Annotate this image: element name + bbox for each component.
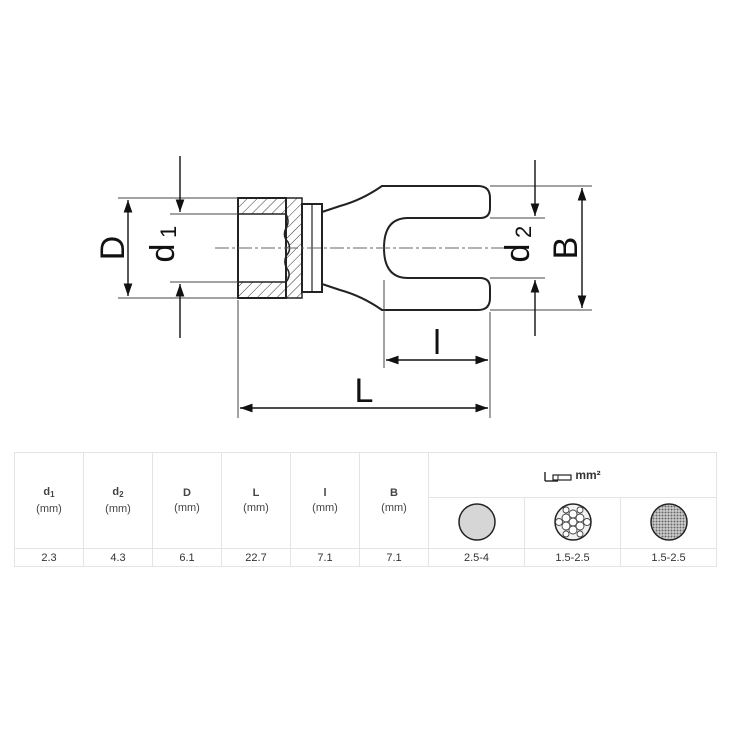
stranded-conductor-icon (553, 502, 592, 541)
label-D: D (94, 236, 132, 261)
solid-conductor-icon (457, 502, 496, 541)
spec-table: d1 (mm) d2 (mm) D (mm) L (mm) l (mm) B (… (14, 452, 718, 567)
label-l: l (433, 324, 441, 362)
wire-cross-section-icon (544, 471, 572, 482)
value-wire-stranded: 1.5-2.5 (524, 548, 621, 567)
col-header-D: D (mm) (152, 452, 222, 549)
value-wire-solid: 2.5-4 (428, 548, 525, 567)
value-l: 7.1 (290, 548, 360, 567)
col-header-d1: d1 (mm) (14, 452, 84, 549)
label-d2-sub: 2 (511, 226, 536, 238)
label-d1: d (144, 244, 182, 263)
label-d1-sub: 1 (156, 226, 181, 238)
value-wire-fine-stranded: 1.5-2.5 (619, 548, 718, 567)
value-D: 6.1 (152, 548, 222, 567)
col-header-d2: d2 (mm) (83, 452, 153, 549)
value-d2: 4.3 (83, 548, 153, 567)
extension-lines (118, 185, 592, 418)
value-d1: 2.3 (14, 548, 84, 567)
col-header-l: l (mm) (290, 452, 360, 549)
label-L: L (355, 372, 374, 410)
wire-type-stranded (524, 497, 621, 549)
fine-stranded-conductor-icon (649, 502, 688, 541)
label-d2: d (499, 244, 537, 263)
wire-type-solid (428, 497, 525, 549)
wire-type-fine-stranded (619, 497, 718, 549)
spade-terminal-drawing: D d 1 d 2 B L l (94, 156, 592, 418)
col-header-L: L (mm) (221, 452, 291, 549)
value-L: 22.7 (221, 548, 291, 567)
col-header-B: B (mm) (359, 452, 429, 549)
label-B: B (547, 237, 585, 260)
value-B: 7.1 (359, 548, 429, 567)
wire-section-header: mm² (427, 452, 718, 498)
